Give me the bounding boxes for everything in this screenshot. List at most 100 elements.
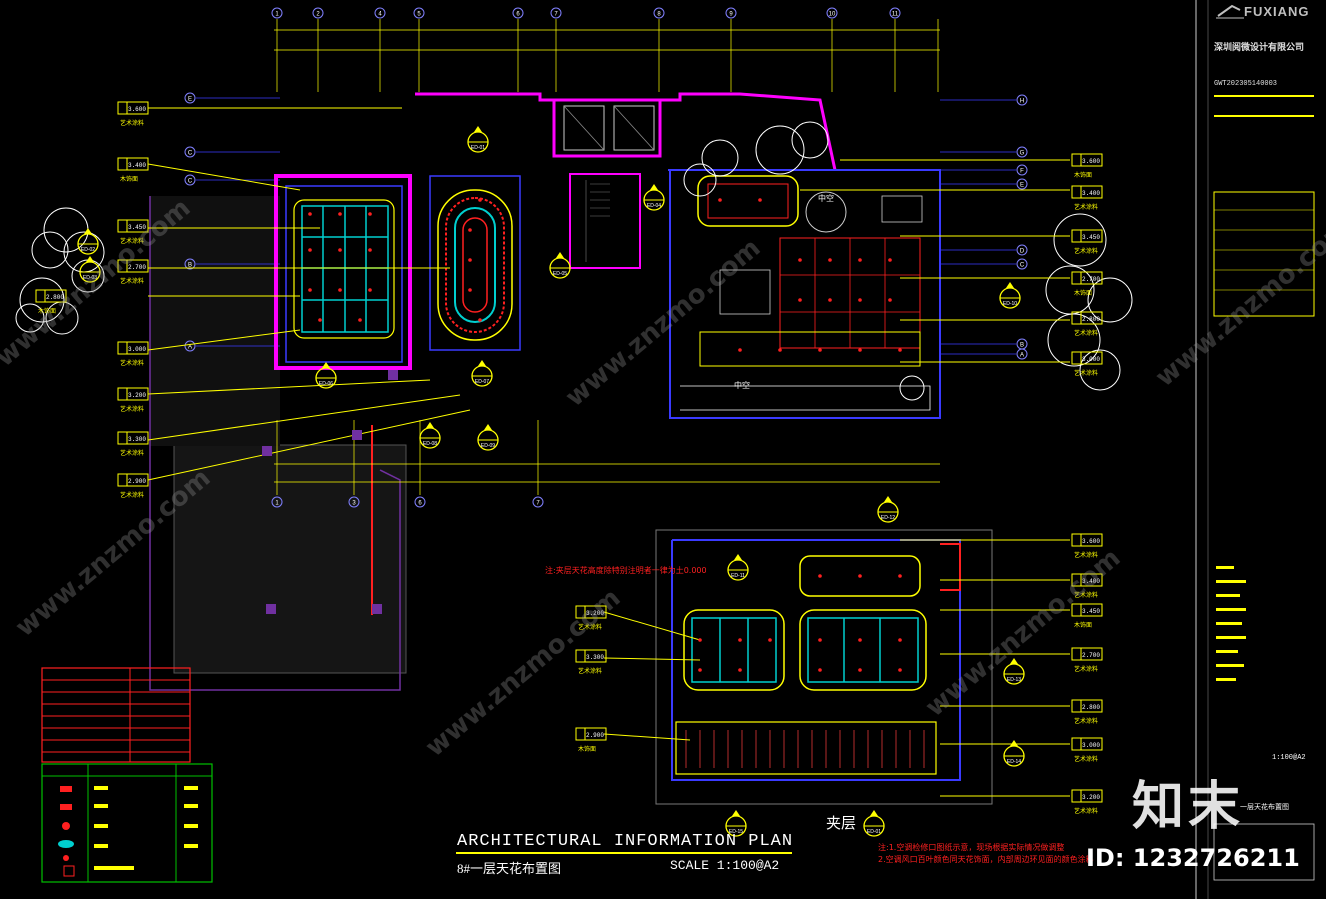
downlight [818, 668, 822, 672]
ceiling-tag-box [1071, 185, 1103, 199]
downlight [758, 198, 762, 202]
section-mark-arrow [884, 496, 892, 502]
section-mark-arrow [556, 252, 564, 258]
material-label: 艺术涂料 [120, 237, 144, 245]
grid-bubble-label: E [188, 97, 192, 103]
grid-bubble-label: 6 [516, 12, 520, 18]
ceiling-tag-value: 3.600 [1082, 158, 1100, 165]
downlight [468, 228, 472, 232]
grid-bubble-circle [550, 7, 562, 19]
grid-bubble-circle [725, 7, 737, 19]
downlight [698, 638, 702, 642]
sheet-subtitle: 8#一层天花布置图 [457, 861, 562, 876]
grid-bubble-label: 9 [729, 12, 733, 18]
downlight [888, 258, 892, 262]
downlight [308, 212, 312, 216]
grid-bubble-label: 1 [275, 501, 279, 507]
bottom-grid-lines: 1 3 6 7 [271, 420, 544, 508]
downlight [858, 638, 862, 642]
grid-bubble-circle [414, 496, 426, 508]
grid-bubble-label: A [1020, 353, 1024, 359]
grid-bubble-circle [184, 92, 196, 104]
legend-table-red [41, 667, 191, 763]
grid-bubble-label: 3 [352, 501, 356, 507]
grid-bubble-circle [826, 7, 838, 19]
downlight-fixtures [308, 198, 902, 672]
grid-bubble-label: 7 [536, 501, 540, 507]
downlight [898, 348, 902, 352]
legend-table-symbols [41, 763, 213, 883]
section-mark-arrow [1006, 282, 1014, 288]
downlight [478, 198, 482, 202]
grid-bubble-label: B [188, 263, 192, 269]
grid-bubble-label: 1 [275, 12, 279, 18]
ceiling-tag-value: 2.700 [1082, 652, 1100, 659]
grid-bubble-label: 5 [417, 12, 421, 18]
downlight [818, 348, 822, 352]
downlight [478, 318, 482, 322]
downlight [338, 288, 342, 292]
column [352, 430, 362, 440]
material-label: 艺术涂料 [1074, 329, 1098, 337]
ceiling-tag-box [1071, 699, 1103, 713]
downlight [738, 348, 742, 352]
downlight [798, 298, 802, 302]
downlight [768, 638, 772, 642]
ceiling-tag-box [1071, 153, 1103, 167]
section-mark-label: ED-10 [1003, 301, 1017, 307]
ceiling-tag-box [1071, 603, 1103, 617]
oval-dome-ceiling [429, 175, 521, 351]
sheet-title: ARCHITECTURAL INFORMATION PLAN [457, 832, 794, 851]
ceiling-tag-value: 3.400 [1082, 578, 1100, 585]
downlight [368, 248, 372, 252]
ceiling-tag-box [575, 727, 607, 741]
grid-bubble-circle [1016, 94, 1028, 106]
ceiling-tag-value: 2.700 [128, 264, 146, 271]
grid-bubble-label: 11 [892, 12, 899, 18]
downlight [818, 638, 822, 642]
ceiling-tag-box [1071, 351, 1103, 365]
grid-bubble-label: 6 [418, 501, 422, 507]
downlight [818, 574, 822, 578]
ceiling-tag-box [117, 219, 149, 233]
grid-bubble-label: C [188, 179, 193, 185]
material-label: 木饰面 [38, 307, 56, 315]
section-mark-label: ED-01 [867, 829, 881, 835]
material-label: 艺术涂料 [120, 449, 144, 457]
downlight [308, 248, 312, 252]
section-mark-arrow [474, 126, 482, 132]
grid-bubble-circle [374, 7, 386, 19]
ceiling-tag-box [1071, 737, 1103, 751]
grid-bubble-circle [889, 7, 901, 19]
grid-bubble-circle [1016, 348, 1028, 360]
watermark-logo-text: 知末 [1132, 777, 1245, 837]
material-label: 艺术涂料 [1074, 665, 1098, 673]
grid-bubble-label: F [1020, 169, 1024, 175]
column [388, 370, 398, 380]
grid-bubble-circle [312, 7, 324, 19]
section-mark-arrow [870, 810, 878, 816]
downlight [318, 318, 322, 322]
section-mark-label: ED-06 [319, 381, 333, 387]
ceiling-tag-value: 3.300 [586, 654, 604, 661]
ceiling-tag-value: 3.450 [1082, 234, 1100, 241]
ceiling-tag-box [1071, 789, 1103, 803]
ceiling-tag-box [575, 649, 607, 663]
grid-bubble-label: 2 [316, 12, 320, 18]
material-label: 木饰面 [578, 745, 596, 753]
section-mark-label: ED-09 [481, 443, 495, 449]
downlight [718, 198, 722, 202]
material-label: 艺术涂料 [120, 491, 144, 499]
section-mark-arrow [322, 362, 330, 368]
section-mark-arrow [734, 554, 742, 560]
bottom-dimension-chain [274, 463, 940, 483]
ceiling-tag-value: 2.800 [1082, 316, 1100, 323]
ceiling-tag-value: 3.000 [1082, 356, 1100, 363]
section-mark-label: ED-12 [881, 515, 895, 521]
grid-bubble-label: H [1020, 99, 1024, 105]
column [266, 604, 276, 614]
ceiling-tag-box [117, 157, 149, 171]
ceiling-tag-value: 3.200 [128, 392, 146, 399]
